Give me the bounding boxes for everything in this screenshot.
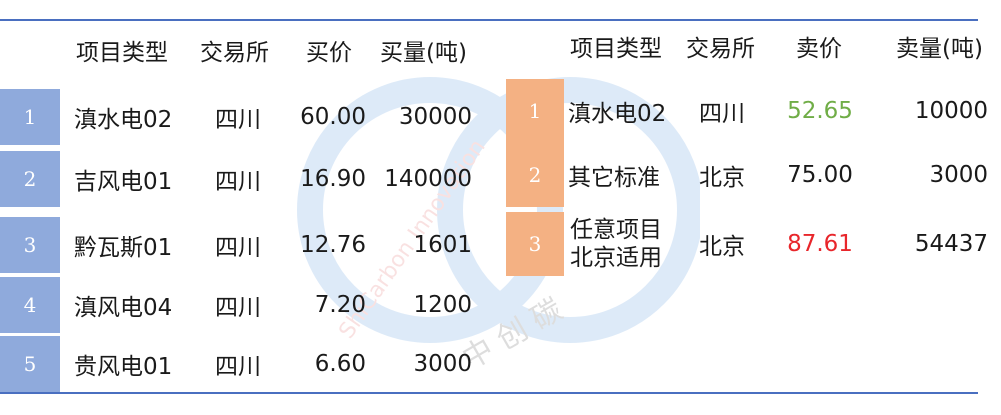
exchange: 四川 bbox=[215, 169, 261, 195]
quantity: 1601 bbox=[413, 232, 472, 258]
project-type: 其它标准 bbox=[568, 165, 660, 191]
sell-header-qty: 卖量(吨) bbox=[896, 36, 983, 62]
row-index: 4 bbox=[0, 277, 60, 333]
exchange: 北京 bbox=[699, 234, 745, 260]
buy-header-type: 项目类型 bbox=[76, 40, 168, 66]
price: 16.90 bbox=[300, 166, 366, 192]
price: 87.61 bbox=[787, 231, 853, 257]
exchange: 四川 bbox=[215, 107, 261, 133]
price: 7.20 bbox=[314, 292, 366, 318]
buy-header-exchange: 交易所 bbox=[200, 40, 269, 66]
table-row: 5 贵风电01 四川 6.60 3000 bbox=[0, 336, 490, 392]
sell-header-exchange: 交易所 bbox=[686, 36, 755, 62]
row-index: 5 bbox=[0, 336, 60, 392]
quantity: 3000 bbox=[413, 351, 472, 377]
top-rule bbox=[0, 19, 978, 21]
row-index: 1 bbox=[506, 79, 564, 143]
exchange: 四川 bbox=[215, 354, 261, 380]
exchange: 四川 bbox=[215, 295, 261, 321]
quantity: 1200 bbox=[413, 292, 472, 318]
buy-table: 项目类型 交易所 买价 买量(吨) 1 滇水电02 四川 60.00 30000… bbox=[0, 0, 490, 400]
buy-header-qty: 买量(吨) bbox=[380, 40, 467, 66]
table-row: 4 滇风电04 四川 7.20 1200 bbox=[0, 277, 490, 333]
row-index: 3 bbox=[506, 212, 564, 276]
sell-header-price: 卖价 bbox=[796, 36, 842, 62]
row-index: 3 bbox=[0, 217, 60, 273]
project-type: 滇风电04 bbox=[74, 295, 173, 321]
sell-table: 项目类型 交易所 卖价 卖量(吨) 1 滇水电02 四川 52.65 10000… bbox=[506, 0, 991, 400]
project-type: 吉风电01 bbox=[74, 169, 173, 195]
buy-header-price: 买价 bbox=[306, 40, 352, 66]
price: 60.00 bbox=[300, 104, 366, 130]
quantity: 3000 bbox=[929, 162, 988, 188]
table-row: 1 滇水电02 四川 52.65 10000 bbox=[506, 79, 991, 143]
table-row: 2 其它标准 北京 75.00 3000 bbox=[506, 143, 991, 207]
quantity: 54437 bbox=[914, 231, 988, 257]
price: 12.76 bbox=[300, 232, 366, 258]
exchange: 四川 bbox=[699, 101, 745, 127]
exchange: 北京 bbox=[699, 165, 745, 191]
exchange: 四川 bbox=[215, 235, 261, 261]
project-type: 任意项目 北京适用 bbox=[570, 212, 682, 276]
project-type: 滇水电02 bbox=[568, 101, 667, 127]
price: 75.00 bbox=[787, 162, 853, 188]
project-type: 贵风电01 bbox=[74, 354, 173, 380]
table-row: 3 任意项目 北京适用 北京 87.61 54437 bbox=[506, 212, 991, 276]
price: 6.60 bbox=[314, 351, 366, 377]
table-row: 2 吉风电01 四川 16.90 140000 bbox=[0, 151, 490, 207]
bottom-rule bbox=[0, 392, 978, 394]
project-type: 黔瓦斯01 bbox=[74, 235, 173, 261]
quantity: 30000 bbox=[398, 104, 472, 130]
project-type-line2: 北京适用 bbox=[570, 245, 662, 271]
table-row: 1 滇水电02 四川 60.00 30000 bbox=[0, 89, 490, 145]
table-row: 3 黔瓦斯01 四川 12.76 1601 bbox=[0, 217, 490, 273]
quantity: 140000 bbox=[384, 166, 472, 192]
price: 52.65 bbox=[787, 98, 853, 124]
quantity: 10000 bbox=[914, 98, 988, 124]
row-index: 2 bbox=[0, 151, 60, 207]
sell-header-type: 项目类型 bbox=[570, 36, 662, 62]
project-type-line1: 任意项目 bbox=[570, 217, 662, 243]
row-index: 1 bbox=[0, 89, 60, 145]
row-index: 2 bbox=[506, 143, 564, 207]
project-type: 滇水电02 bbox=[74, 107, 173, 133]
